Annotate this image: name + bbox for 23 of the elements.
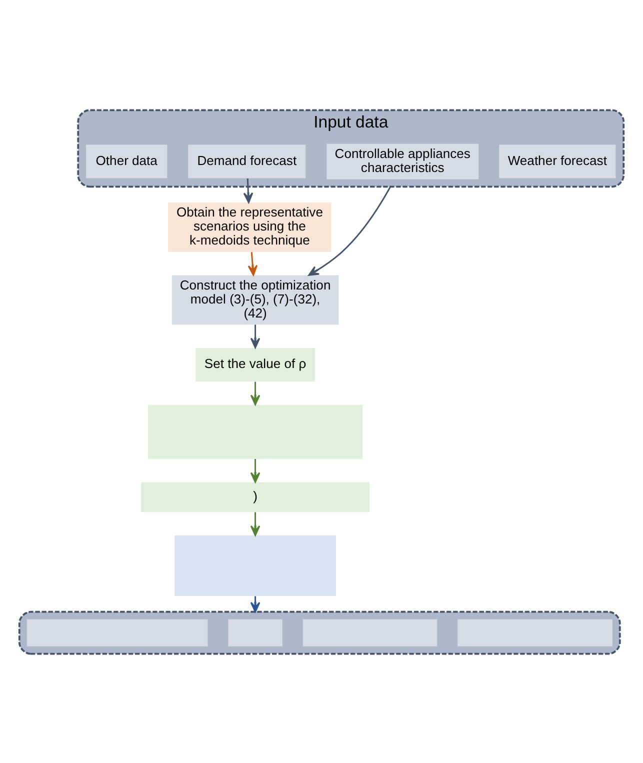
arrow — [250, 512, 260, 536]
node-box: Construct the optimization model (3)-(5), (7)-(32), (42) — [172, 274, 339, 324]
node-box — [302, 618, 438, 646]
node-box — [174, 534, 336, 596]
arrow — [250, 324, 260, 348]
cluster — [18, 610, 621, 654]
arrow — [248, 252, 258, 276]
node-box — [26, 618, 208, 646]
arrow — [243, 178, 254, 203]
node-box: Obtain the representative scenarios using the k-medoids technique — [168, 202, 332, 252]
arrow — [250, 596, 260, 612]
node-box — [458, 618, 612, 646]
node-box — [228, 618, 282, 646]
node-box: Set the value of ρ — [196, 347, 315, 382]
node-box: Other data — [86, 144, 168, 178]
node-box: Weather forecast — [499, 144, 616, 178]
node-box — [148, 404, 363, 458]
arrow — [250, 458, 260, 482]
node-box: Demand forecast — [188, 144, 306, 178]
arrow — [308, 186, 392, 276]
arrow — [250, 381, 260, 405]
node-box: Controllable appliances characteristics — [326, 143, 479, 179]
node-box: ) — [141, 482, 370, 512]
